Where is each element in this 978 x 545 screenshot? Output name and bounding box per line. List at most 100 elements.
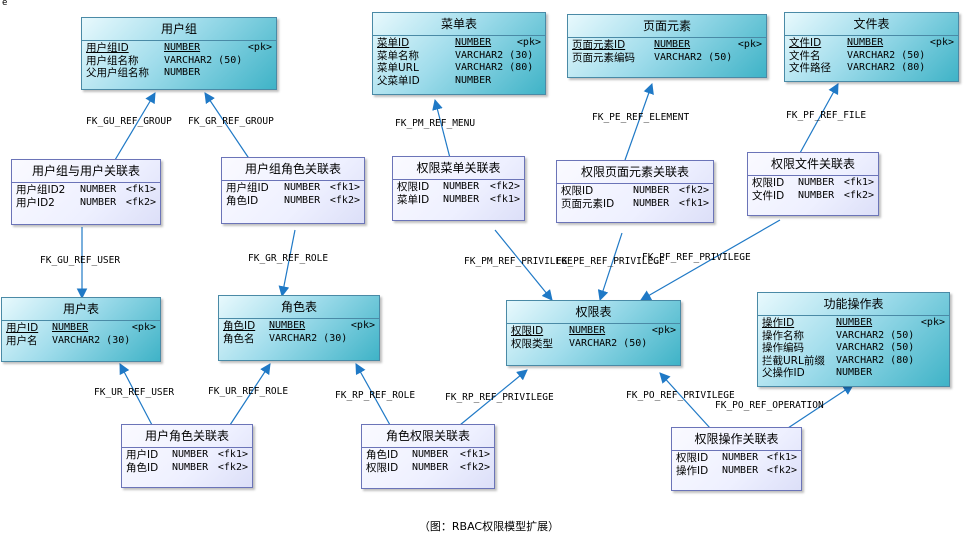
entity-title: 文件表	[785, 13, 958, 36]
fk-label: FK_PF_REF_FILE	[786, 110, 867, 121]
entity-title: 功能操作表	[758, 293, 949, 316]
fk-label: FK_GR_REF_GROUP	[188, 116, 274, 127]
link-pf-file	[799, 83, 839, 154]
entity-title: 用户组	[82, 18, 276, 41]
entity-title: 权限表	[507, 301, 680, 324]
entity-title: 菜单表	[373, 13, 545, 36]
link-ur-role	[229, 363, 271, 426]
link-gr-role	[278, 229, 296, 298]
link-gu-group	[114, 92, 156, 161]
corner-mark: e	[2, 0, 8, 8]
fk-label: FK_GU_REF_USER	[40, 255, 121, 266]
link-rp-role	[355, 363, 391, 426]
link-gr-group	[204, 92, 251, 161]
fk-label: FK_RP_REF_PRIVILEGE	[445, 392, 554, 403]
fk-label: FK_PE_REF_PRIVILEGE	[556, 256, 665, 267]
fk-label: FK_PO_REF_PRIVILEGE	[626, 390, 735, 401]
link-pm-priv	[494, 229, 553, 301]
entity-title: 权限菜单关联表	[393, 157, 524, 180]
link-ur-user	[119, 363, 153, 426]
link-po-op	[787, 384, 854, 429]
fk-label: FK_PM_REF_PRIVILEGE	[464, 256, 573, 267]
link-pm-menu	[432, 98, 451, 159]
link-pe-priv	[597, 232, 623, 302]
link-rp-priv	[459, 369, 528, 426]
link-po-priv	[659, 372, 711, 429]
fk-label: FK_UR_REF_USER	[94, 387, 175, 398]
entity-title: 用户组角色关联表	[222, 158, 364, 181]
fk-label: FK_UR_REF_ROLE	[208, 386, 289, 397]
fk-label: FK_PM_REF_MENU	[395, 118, 476, 129]
fk-label: FK_RP_REF_ROLE	[335, 390, 416, 401]
entity-title: 权限页面元素关联表	[557, 161, 713, 184]
fk-label: FK_PO_REF_OPERATION	[715, 400, 824, 411]
entity-title: 权限文件关联表	[748, 153, 878, 176]
entity-title: 角色表	[219, 296, 379, 319]
entity-title: 页面元素	[568, 15, 766, 38]
link-pf-priv	[640, 219, 781, 301]
entity-title: 权限操作关联表	[672, 428, 801, 451]
entity-title: 用户表	[2, 298, 160, 321]
fk-label: FK_PE_REF_ELEMENT	[592, 112, 690, 123]
fk-label: FK_PF_REF_PRIVILEGE	[642, 252, 751, 263]
link-pe-element	[624, 82, 654, 161]
fk-label: FK_GU_REF_GROUP	[86, 116, 172, 127]
fk-label: FK_GR_REF_ROLE	[248, 253, 329, 264]
entity-title: 用户组与用户关联表	[12, 160, 160, 183]
